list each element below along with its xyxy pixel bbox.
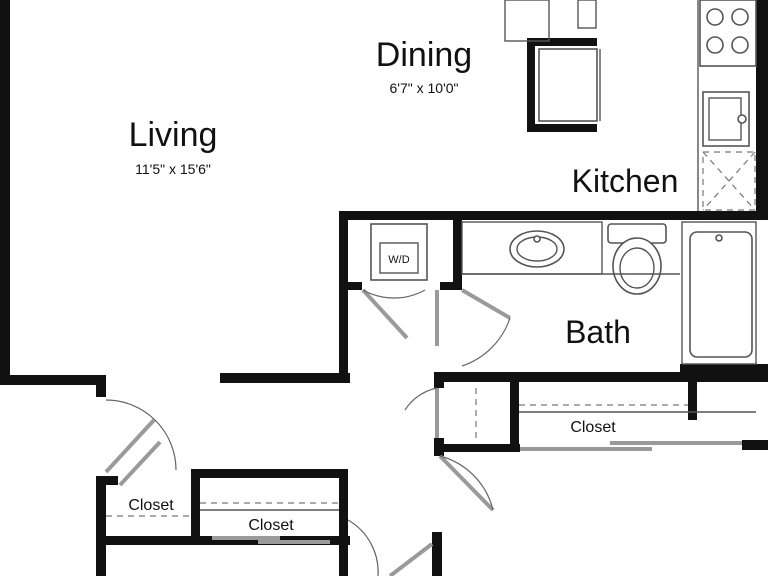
wall-hall-right-top bbox=[434, 372, 444, 388]
counter-top-upper bbox=[504, 0, 550, 42]
wall-closet-bottom bbox=[96, 536, 350, 545]
wall-laundry-left bbox=[339, 211, 348, 383]
toilet-bowl bbox=[612, 237, 662, 295]
toilet-seat bbox=[619, 247, 655, 289]
wall-bath-corner bbox=[680, 364, 768, 382]
bedroom-door bbox=[438, 454, 495, 512]
wall-bedroom-right-end bbox=[742, 440, 768, 450]
wall-closet-right bbox=[339, 469, 348, 576]
wall-hall-bottom-right bbox=[432, 532, 442, 576]
wall-closet-right-divider bbox=[510, 380, 519, 452]
laundry: W/D bbox=[370, 223, 428, 281]
laundry-door-left bbox=[361, 288, 409, 340]
closet-label-right: Closet bbox=[570, 419, 616, 436]
tub-outer bbox=[681, 221, 757, 365]
room-label-dining: Dining bbox=[376, 36, 472, 74]
counter-upper-right bbox=[577, 0, 597, 29]
wall-hall-right-mid bbox=[434, 438, 444, 456]
wall-dining-counter-left bbox=[527, 38, 535, 132]
doors bbox=[104, 288, 512, 576]
wall-dining-counter-bottom bbox=[527, 124, 597, 132]
burner-3 bbox=[706, 36, 724, 54]
bottom-door-swing bbox=[347, 519, 379, 576]
entry-door-swing bbox=[105, 399, 177, 471]
bedroom-door-swing bbox=[439, 455, 494, 511]
closet-label-small: Closet bbox=[128, 497, 174, 514]
entry-door-lower bbox=[118, 440, 162, 487]
bath-faucet bbox=[533, 235, 541, 243]
room-label-bath: Bath bbox=[565, 314, 631, 350]
wall-living-door-jamb bbox=[96, 375, 106, 397]
wall-bottom-left-jamb bbox=[96, 476, 106, 576]
entry-door-upper bbox=[104, 418, 156, 474]
stove bbox=[699, 0, 757, 67]
dishwasher-diag-2 bbox=[702, 151, 756, 211]
dishwasher bbox=[702, 151, 756, 211]
fridge bbox=[538, 48, 598, 122]
kitchen-fixtures bbox=[504, 0, 757, 211]
wall-laundry-right bbox=[453, 215, 462, 290]
wall-living-bottom-right bbox=[220, 373, 350, 383]
wall-kitchen-bath bbox=[339, 211, 768, 220]
burner-4 bbox=[731, 36, 749, 54]
wall-closet-small-top bbox=[96, 476, 118, 485]
laundry-door-left-swing bbox=[362, 289, 426, 299]
bottom-door bbox=[388, 542, 434, 576]
wall-laundry-jamb-left bbox=[348, 282, 362, 290]
tub-drain bbox=[715, 234, 723, 242]
burner-2 bbox=[731, 8, 749, 26]
wall-laundry-jamb-right bbox=[440, 282, 462, 290]
room-dimensions-living: 11'5" x 15'6" bbox=[135, 161, 211, 177]
wall-dining-counter-top bbox=[527, 38, 597, 46]
bathtub bbox=[689, 231, 753, 358]
closet-label-large: Closet bbox=[248, 517, 294, 534]
wall-left-outer bbox=[0, 0, 10, 383]
wall-closet-right-end bbox=[688, 380, 697, 420]
washer-dryer-label: W/D bbox=[388, 254, 409, 266]
bath-fixtures bbox=[461, 221, 757, 365]
bath-door bbox=[460, 288, 512, 320]
closet-details bbox=[106, 273, 756, 544]
wall-closet-right-bottom bbox=[444, 444, 520, 452]
kitchen-faucet bbox=[737, 114, 747, 124]
washer-dryer-inner bbox=[379, 242, 419, 274]
wall-right-outer bbox=[756, 0, 768, 218]
wall-closet-top bbox=[191, 469, 348, 478]
room-label-kitchen: Kitchen bbox=[572, 163, 679, 199]
burner-1 bbox=[706, 8, 724, 26]
wall-living-bottom-left bbox=[0, 375, 106, 385]
room-label-living: Living bbox=[129, 116, 218, 154]
hall-closet-door-swing bbox=[404, 387, 438, 411]
bath-door-swing bbox=[461, 317, 511, 367]
room-dimensions-dining: 6'7" x 10'0" bbox=[390, 80, 459, 96]
wall-bath-bottom bbox=[437, 372, 768, 382]
labels: Dining 6'7" x 10'0" Living 11'5" x 15'6"… bbox=[128, 36, 678, 534]
wall-closet-mid-divider bbox=[191, 469, 200, 545]
